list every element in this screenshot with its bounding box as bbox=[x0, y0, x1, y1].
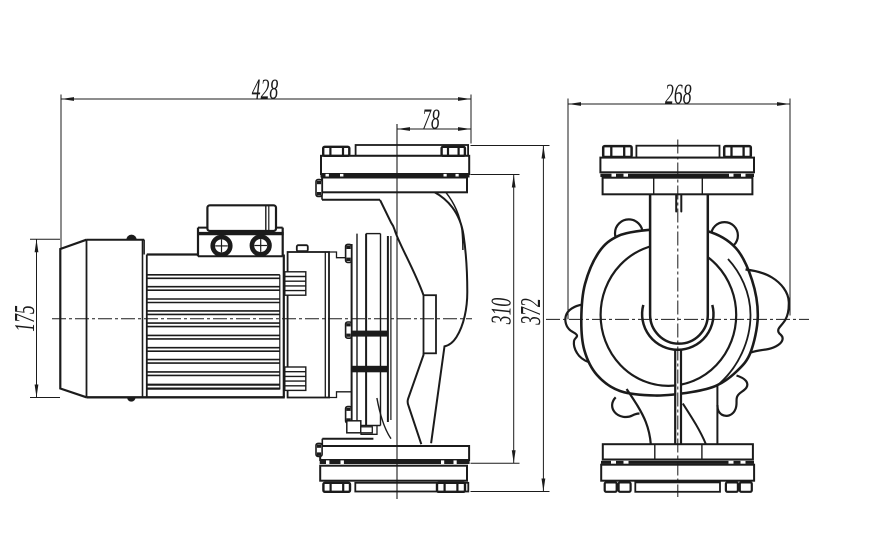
svg-text:175: 175 bbox=[10, 305, 41, 332]
svg-text:268: 268 bbox=[665, 79, 692, 110]
svg-text:428: 428 bbox=[252, 74, 279, 105]
svg-text:78: 78 bbox=[422, 104, 440, 135]
svg-text:310: 310 bbox=[487, 298, 518, 325]
svg-text:372: 372 bbox=[516, 298, 547, 325]
